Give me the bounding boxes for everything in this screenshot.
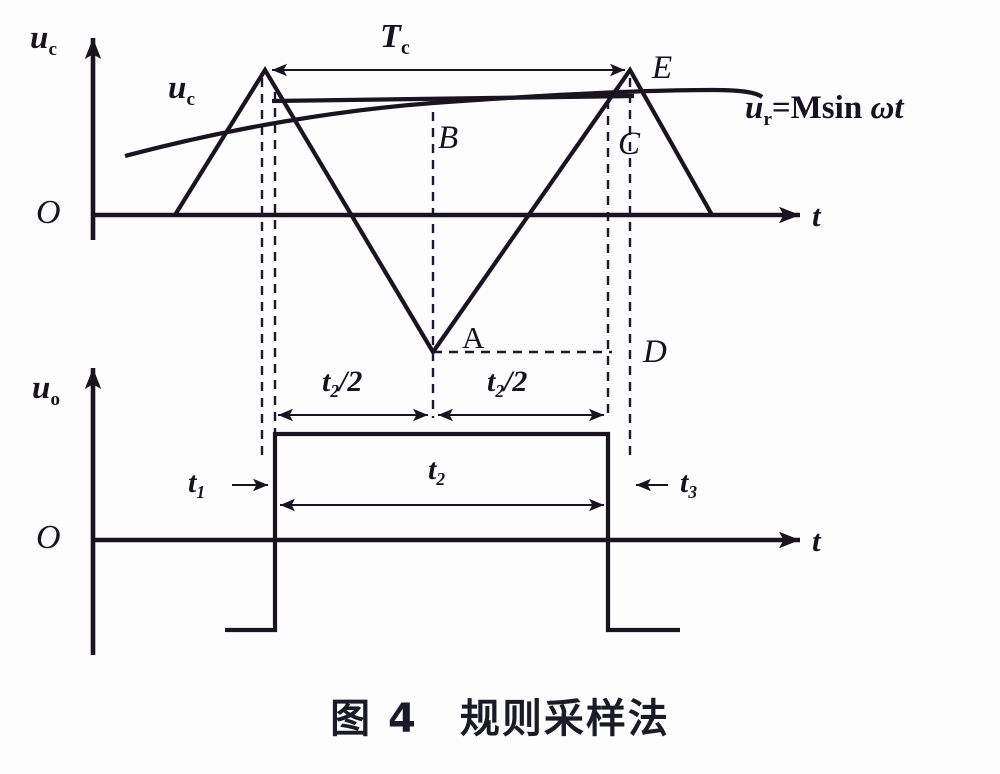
top-plot-axes (84, 38, 800, 240)
t2-half-right-label: t2/2 (487, 365, 528, 401)
modulating-equation-label: ur=Msin ωt (745, 90, 904, 130)
triangular-carrier-path (173, 65, 714, 356)
t2-label: t2 (428, 453, 446, 489)
point-label-e: E (652, 50, 673, 86)
bottom-origin-label: O (36, 519, 61, 556)
figure-caption: 图 4 规则采样法 (330, 696, 670, 742)
top-x-axis-label: t (812, 198, 821, 233)
bottom-y-axis-label: uo (32, 370, 61, 410)
chord-bc-path (271, 93, 635, 104)
top-origin-label: O (36, 194, 61, 231)
top-y-axis-label: uc (30, 20, 58, 60)
t2-half-left-label: t2/2 (322, 365, 363, 401)
carrier-wave-label: uc (168, 70, 196, 110)
t1-label: t1 (188, 466, 206, 502)
point-label-b: B (438, 120, 459, 156)
t3-label: t3 (680, 466, 698, 502)
pulse-waveform-path (225, 431, 680, 633)
point-label-d: D (643, 334, 667, 370)
carrier-period-label: Tc (380, 18, 410, 59)
carrier-triangle-wave (173, 65, 714, 356)
sample-chord-line (271, 93, 635, 104)
pwm-output-pulse (225, 431, 680, 633)
bottom-plot-axes (84, 368, 800, 655)
bottom-x-axis-label: t (812, 523, 821, 558)
point-label-a: A (462, 320, 485, 355)
top-dashed-guides (260, 78, 632, 460)
point-label-c: C (618, 126, 641, 162)
